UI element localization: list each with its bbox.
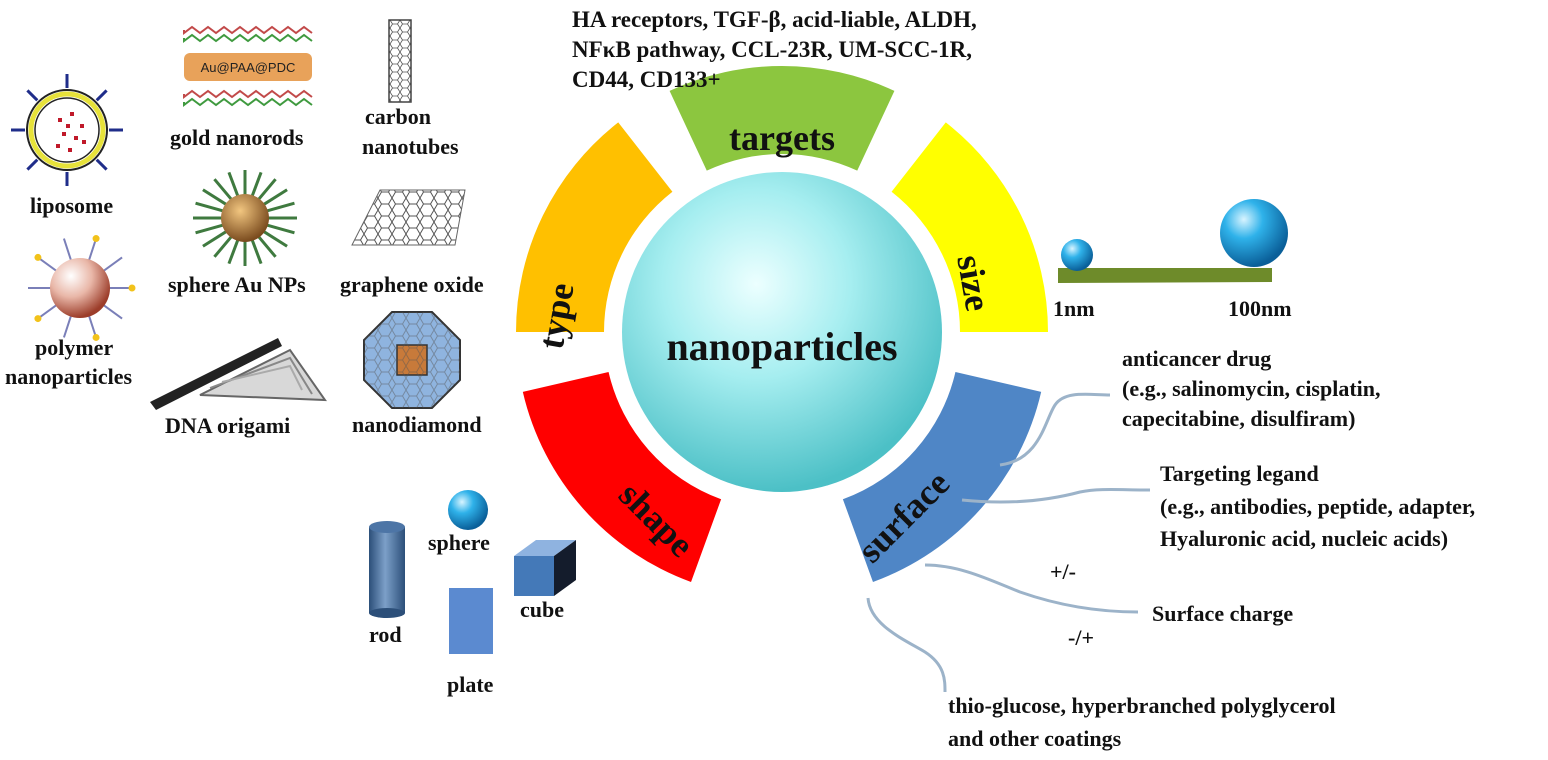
targets-line-2: NFκB pathway, CCL-23R, UM-SCC-1R, — [572, 37, 972, 62]
carbon-nanotube-icon — [388, 19, 412, 103]
connector-coating — [866, 597, 947, 693]
polymer-nanoparticle-icon — [28, 235, 136, 341]
segment-label-size: size — [949, 252, 998, 314]
charge-pm-label: +/- — [1050, 559, 1076, 584]
surface-connectors — [866, 392, 1151, 693]
center-title: nanoparticles — [666, 324, 897, 369]
segment-size — [891, 122, 1048, 333]
targets-line-3: CD44, CD133+ — [572, 67, 721, 92]
connector-ligand — [961, 488, 1151, 504]
size-max-label: 100nm — [1228, 296, 1292, 321]
segment-surface — [842, 372, 1042, 582]
size-wedge — [1058, 268, 1272, 283]
carbon-label-2: nanotubes — [362, 134, 459, 159]
type-items: liposome polymer nanoparticles Au@PAA@PD… — [5, 19, 484, 438]
charge-mp-label: -/+ — [1068, 625, 1094, 650]
nanodiamond-label: nanodiamond — [352, 412, 482, 437]
ligand-line-2: (e.g., antibodies, peptide, adapter, — [1160, 494, 1475, 519]
nanodiamond-icon — [363, 311, 461, 409]
small-sphere-icon — [1061, 239, 1093, 271]
segment-targets — [669, 66, 895, 171]
graphene-oxide-icon — [351, 189, 466, 246]
plate-label: plate — [447, 672, 494, 697]
rod-label: rod — [369, 622, 402, 647]
segment-ring — [516, 66, 1048, 582]
sphere-au-label: sphere Au NPs — [168, 272, 306, 297]
gold-nanorods-label: gold nanorods — [170, 125, 304, 150]
coating-line-1: thio-glucose, hyperbranched polyglycerol — [948, 693, 1336, 718]
gold-nanorods-icon: Au@PAA@PDC — [183, 25, 313, 107]
plate-icon — [449, 588, 493, 654]
sphere-icon — [448, 490, 488, 530]
drug-line-2: (e.g., salinomycin, cisplatin, — [1122, 376, 1381, 401]
connector-drug — [999, 392, 1111, 467]
large-sphere-icon — [1220, 199, 1288, 267]
targets-list: HA receptors, TGF-β, acid-liable, ALDH, … — [572, 7, 977, 92]
segment-shape — [522, 372, 722, 582]
dna-origami-label: DNA origami — [165, 413, 290, 438]
shape-items: rod sphere cube plate — [369, 490, 576, 697]
liposome-icon — [11, 74, 123, 186]
rod-icon — [369, 521, 405, 618]
size-scale: 1nm 100nm — [1053, 199, 1292, 321]
sphere-label: sphere — [428, 530, 490, 555]
carbon-label-1: carbon — [365, 104, 431, 129]
drug-line-1: anticancer drug — [1122, 346, 1271, 371]
size-min-label: 1nm — [1053, 296, 1095, 321]
segment-type — [516, 122, 673, 333]
polymer-label-1: polymer — [35, 335, 113, 360]
cube-label: cube — [520, 597, 564, 622]
sphere-au-nps-icon — [193, 170, 297, 266]
targets-line-1: HA receptors, TGF-β, acid-liable, ALDH, — [572, 7, 977, 32]
coating-line-2: and other coatings — [948, 726, 1122, 751]
nanoparticle-core-sphere — [622, 172, 942, 492]
segment-label-targets: targets — [729, 118, 835, 158]
charge-label: Surface charge — [1152, 601, 1293, 626]
surface-items: anticancer drug (e.g., salinomycin, cisp… — [948, 346, 1475, 751]
connector-charge — [924, 563, 1139, 614]
polymer-label-2: nanoparticles — [5, 364, 133, 389]
cube-icon — [514, 540, 576, 596]
liposome-label: liposome — [30, 193, 113, 218]
drug-line-3: capecitabine, disulfiram) — [1122, 406, 1355, 431]
ligand-line-3: Hyaluronic acid, nucleic acids) — [1160, 526, 1448, 551]
dna-origami-icon — [150, 338, 327, 410]
gold-nanorods-inner-label: Au@PAA@PDC — [201, 60, 296, 75]
graphene-label: graphene oxide — [340, 272, 484, 297]
ligand-line-1: Targeting legand — [1160, 461, 1319, 486]
